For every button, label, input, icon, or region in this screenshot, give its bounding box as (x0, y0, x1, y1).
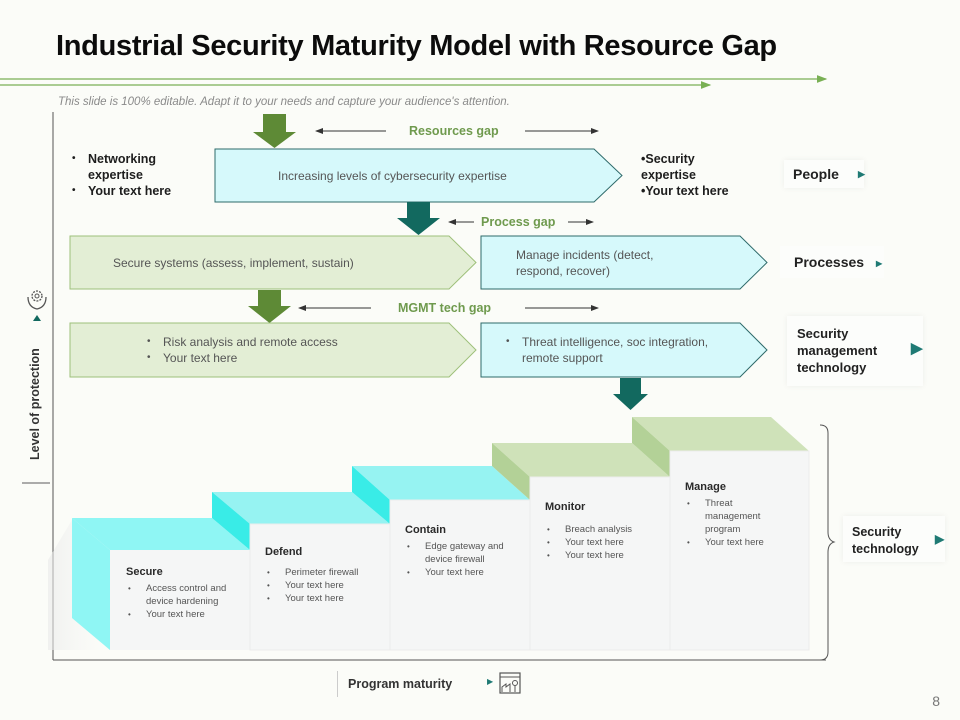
step-secure: Secure Access control and device hardeni… (126, 566, 244, 621)
triangle-right-icon: ▶ (935, 532, 945, 546)
step-manage: Manage Threat management program Your te… (685, 481, 790, 549)
page-number: 8 (932, 693, 940, 709)
bullet-item: Your text here (265, 592, 385, 605)
bullet-item: Your text here (685, 536, 790, 549)
slide-subtitle: This slide is 100% editable. Adapt it to… (58, 96, 510, 108)
factory-icon (499, 672, 521, 699)
risk-analysis-bullets: Risk analysis and remote access Your tex… (145, 334, 405, 366)
step-contain-side (352, 466, 390, 524)
y-axis-label: Level of protection (28, 348, 42, 460)
bullet-item: Perimeter firewall (265, 566, 385, 579)
down-arrow-icon (248, 290, 291, 323)
bullet-item: Your text here (545, 549, 665, 562)
slide-title: Industrial Security Maturity Model with … (56, 30, 777, 62)
bullet-item: Risk analysis and remote access (145, 334, 405, 350)
step-contain-top (352, 466, 530, 500)
step-secure-top (72, 518, 250, 550)
step-title: Manage (685, 481, 726, 493)
tag-label: People (793, 166, 839, 182)
bullet-item: •Security expertise (641, 152, 696, 182)
step-secure-side (72, 518, 110, 650)
step-manage-side (632, 417, 670, 477)
manage-incidents-arrow (480, 235, 768, 290)
triangle-right-icon: ▶ (876, 259, 883, 268)
bullet-item: Your text here (145, 350, 405, 366)
step-title: Secure (126, 566, 163, 578)
tag-label: Processes (794, 254, 865, 270)
mgmt-tech-gap-label: MGMT tech gap (398, 301, 492, 315)
down-arrow-icon (613, 378, 648, 410)
tag-security-technology: Security technology ▶ (843, 516, 945, 562)
triangle-right-icon: ▶ (858, 169, 865, 179)
tag-people: People ▶ (784, 160, 865, 188)
bullet-item: Your text here (545, 536, 665, 549)
bullet-item: Your text here (405, 566, 513, 579)
down-arrow-icon (397, 202, 440, 235)
step-monitor-side (492, 443, 530, 500)
triangle-right-icon: ▶ (487, 677, 494, 686)
tag-label: Security technology (852, 525, 919, 556)
people-left-bullets: Networking expertise Your text here (70, 151, 200, 199)
x-axis-label-box: Program maturity ▶ (337, 669, 522, 699)
triangle-up-icon (33, 315, 41, 321)
bullet-item: Your text here (265, 579, 385, 592)
step-title: Monitor (545, 501, 586, 513)
cybersecurity-expertise-text: Increasing levels of cybersecurity exper… (278, 169, 507, 183)
step-title: Defend (265, 546, 303, 558)
people-right-bullets: •Security expertise •Your text here (641, 151, 751, 199)
step-monitor-top (492, 443, 670, 477)
bullet-item: Threat management program (685, 497, 790, 536)
secure-systems-arrow (69, 235, 477, 290)
bullet-item: Networking expertise (70, 151, 200, 183)
step-manage-top (632, 417, 809, 451)
step-monitor-face (529, 476, 671, 651)
bullet-item: Your text here (126, 608, 244, 621)
tag-security-management-technology: Security management technology ▶ (787, 316, 923, 386)
bullet-item: Edge gateway and device firewall (405, 540, 513, 566)
x-axis-label: Program maturity (348, 677, 453, 691)
step-manage-face (669, 450, 810, 651)
manage-incidents-text: Manage incidents (detect, respond, recov… (516, 248, 654, 278)
tag-processes: Processes ▶ (780, 246, 884, 278)
threat-intelligence-bullets: Threat intelligence, soc integration, re… (504, 334, 744, 366)
step-defend: Defend Perimeter firewall Your text here… (265, 546, 385, 605)
tag-label: Security management technology (797, 326, 878, 375)
hands-gear-icon (22, 285, 52, 315)
bullet-item: •Your text here (641, 184, 729, 198)
security-technology-brace (819, 424, 836, 661)
resources-gap-label: Resources gap (409, 124, 499, 138)
cybersecurity-expertise-arrow (214, 148, 623, 203)
step-monitor: Monitor Breach analysis Your text here Y… (545, 501, 665, 562)
step-contain: Contain Edge gateway and device firewall… (405, 524, 513, 579)
step-title: Contain (405, 524, 446, 536)
secure-systems-text: Secure systems (assess, implement, susta… (113, 256, 354, 270)
step-defend-side (212, 492, 250, 550)
process-gap-label: Process gap (481, 215, 556, 229)
bullet-item: Breach analysis (545, 523, 665, 536)
bullet-item: Your text here (70, 183, 200, 199)
bullet-item: Access control and device hardening (126, 582, 244, 608)
down-arrow-icon (253, 114, 296, 148)
bullet-item: Threat intelligence, soc integration, re… (504, 334, 744, 366)
triangle-right-icon: ▶ (911, 340, 923, 357)
step-defend-top (212, 492, 390, 524)
